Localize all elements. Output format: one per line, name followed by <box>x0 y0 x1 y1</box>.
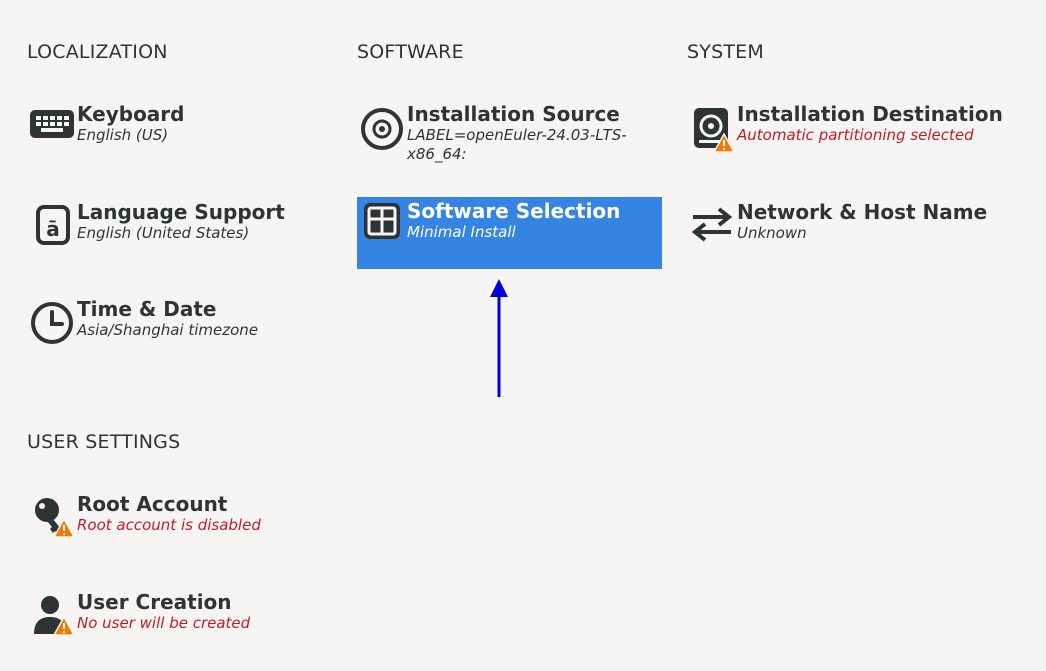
harddisk-icon <box>687 106 737 156</box>
spoke-title: User Creation <box>77 590 232 614</box>
spoke-title: Installation Source <box>407 102 620 126</box>
section-title-localization: LOCALIZATION <box>27 41 168 63</box>
section-title-user-settings: USER SETTINGS <box>27 431 181 453</box>
spoke-status: LABEL=openEuler-24.03-LTS-x86_64: <box>407 126 627 163</box>
spoke-root-account[interactable]: Root Account Root account is disabled <box>27 490 327 560</box>
spoke-time-date[interactable]: Time & Date Asia/Shanghai timezone <box>27 295 327 365</box>
clock-icon <box>27 301 77 351</box>
svg-text:ā: ā <box>46 217 60 241</box>
spoke-status: Minimal Install <box>407 223 516 241</box>
spoke-installation-source[interactable]: Installation Source LABEL=openEuler-24.0… <box>357 100 662 175</box>
spoke-status: English (United States) <box>77 224 250 242</box>
warning-icon <box>713 133 735 153</box>
spoke-status: No user will be created <box>77 614 251 632</box>
key-icon <box>27 496 77 546</box>
section-title-software: SOFTWARE <box>357 41 464 63</box>
warning-icon <box>53 616 75 636</box>
spoke-software-selection[interactable]: Software Selection Minimal Install <box>357 197 662 269</box>
user-icon <box>27 594 77 644</box>
spoke-title: Time & Date <box>77 297 217 321</box>
warning-icon <box>53 518 75 538</box>
annotation-arrow <box>490 279 508 397</box>
network-arrows-icon <box>687 204 737 254</box>
language-icon: ā <box>27 204 77 254</box>
spoke-status: English (US) <box>77 126 169 144</box>
disc-icon <box>357 106 407 156</box>
spoke-language-support[interactable]: ā Language Support English (United State… <box>27 198 327 268</box>
spoke-keyboard[interactable]: Keyboard English (US) <box>27 100 327 170</box>
spoke-user-creation[interactable]: User Creation No user will be created <box>27 588 327 658</box>
spoke-installation-destination[interactable]: Installation Destination Automatic parti… <box>687 100 1017 170</box>
spoke-status: Automatic partitioning selected <box>737 126 974 144</box>
package-icon <box>357 200 407 250</box>
spoke-network-hostname[interactable]: Network & Host Name Unknown <box>687 198 1017 268</box>
spoke-title: Root Account <box>77 492 228 516</box>
section-title-system: SYSTEM <box>687 41 764 63</box>
spoke-title: Installation Destination <box>737 102 1003 126</box>
spoke-status: Unknown <box>737 224 807 242</box>
spoke-title: Network & Host Name <box>737 200 988 224</box>
spoke-status: Asia/Shanghai timezone <box>77 321 259 339</box>
spoke-title: Keyboard <box>77 102 185 126</box>
spoke-title: Language Support <box>77 200 285 224</box>
keyboard-icon <box>27 106 77 156</box>
spoke-title: Software Selection <box>407 199 621 223</box>
spoke-status: Root account is disabled <box>77 516 261 534</box>
